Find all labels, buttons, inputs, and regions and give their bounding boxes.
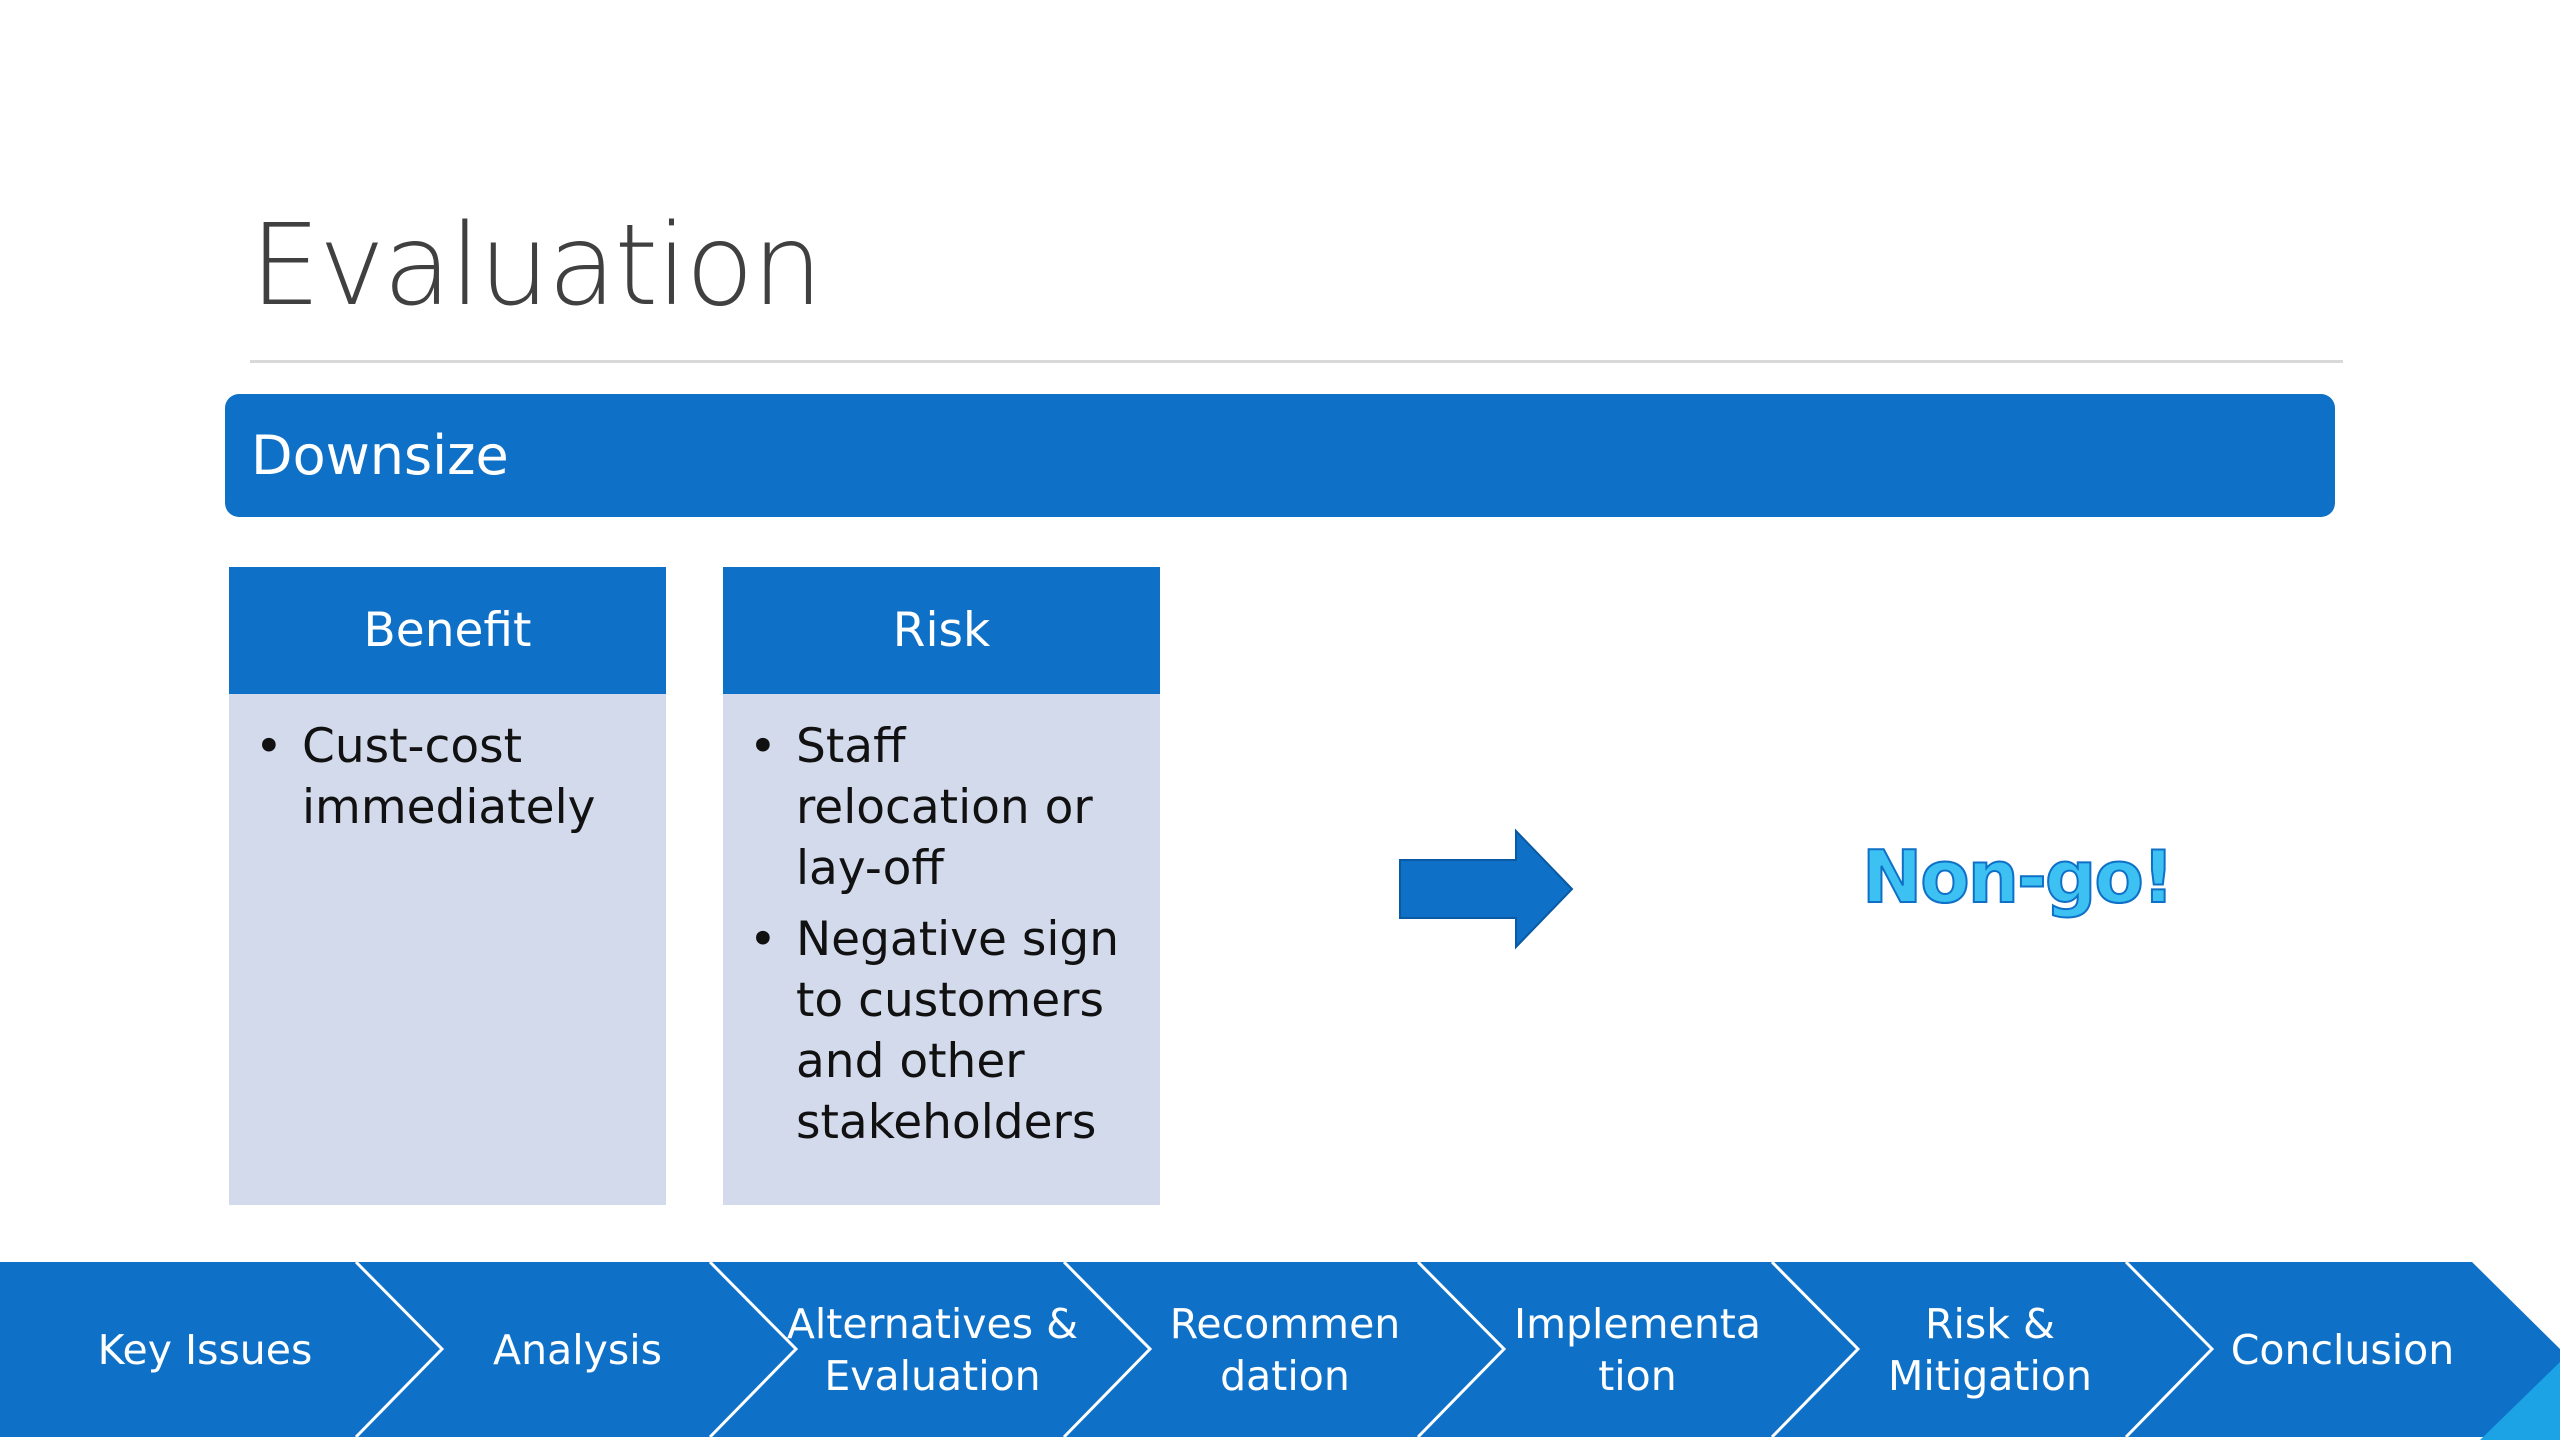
risk-item: • Negative sign to customers and other s… [749,909,1140,1153]
nav-chevron-shape [710,1262,1150,1437]
risk-item: • Staff relocation or lay-off [749,716,1140,899]
nav-chevron-shape [1418,1262,1858,1437]
process-nav-bar [0,1262,2560,1440]
nav-step-key-issues[interactable]: Key Issues [97,1325,313,1374]
nav-chevron-shape [0,1262,442,1437]
risk-list: • Staff relocation or lay-off • Negative… [723,694,1160,1153]
bullet-icon: • [749,912,777,967]
nav-chevron-shape [356,1262,796,1437]
risk-card: Risk • Staff relocation or lay-off • Neg… [723,567,1160,1205]
risk-item-text: Negative sign to customers and other sta… [796,912,1120,1150]
nav-chevron-shape [1772,1262,2212,1437]
nav-step-alternatives-evaluation[interactable]: Alternatives & Evaluation [786,1299,1079,1400]
bullet-icon: • [749,719,777,774]
arrow-right-icon [1399,828,1574,950]
nav-step-analysis[interactable]: Analysis [493,1325,662,1374]
title-divider [250,360,2343,363]
benefit-card: Benefit • Cust-cost immediately [229,567,666,1205]
bullet-icon: • [255,719,283,774]
section-banner-label: Downsize [251,424,509,487]
section-banner: Downsize [225,394,2335,517]
benefit-list: • Cust-cost immediately [229,694,666,838]
nav-chevron-shape [2126,1262,2560,1437]
nav-step-conclusion[interactable]: Conclusion [2230,1325,2455,1374]
nav-step-implementation[interactable]: Implementa tion [1513,1299,1762,1400]
slide-title: Evaluation [250,201,823,331]
nav-chevron-shape [1064,1262,1504,1437]
verdict-label: Non-go! [1861,834,2176,920]
nav-step-recommendation[interactable]: Recommen dation [1169,1299,1401,1400]
benefit-item: • Cust-cost immediately [255,716,646,838]
benefit-item-text: Cust-cost immediately [302,719,596,835]
benefit-header: Benefit [229,567,666,694]
risk-item-text: Staff relocation or lay-off [796,719,1093,896]
nav-step-risk-mitigation[interactable]: Risk & Mitigation [1888,1299,2092,1400]
risk-header: Risk [723,567,1160,694]
